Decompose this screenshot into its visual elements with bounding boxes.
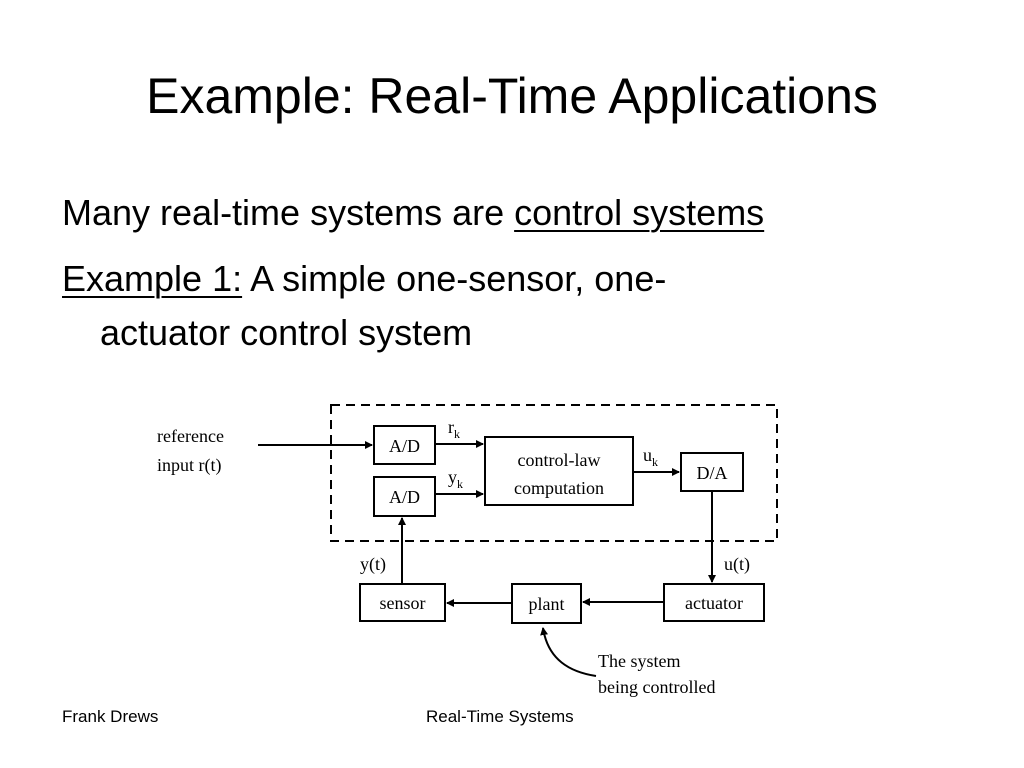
rk-label: rk [448, 417, 460, 441]
ad-top-label: A/D [389, 436, 420, 456]
bullet-line-3: actuator control system [100, 312, 473, 353]
computer-boundary [330, 404, 778, 542]
ad-bottom-label: A/D [389, 487, 420, 507]
line1-text: Many real-time systems are [62, 192, 515, 233]
da-label: D/A [697, 463, 728, 483]
computation-label: computation [514, 478, 604, 498]
plant-label: plant [529, 594, 565, 614]
slide-title: Example: Real-Time Applications [146, 68, 878, 124]
uk-label: uk [643, 445, 658, 469]
ad-converter-bottom [373, 476, 436, 517]
control-law-label: control-law [518, 450, 601, 470]
ut-label: u(t) [724, 554, 750, 575]
control-law-box [484, 436, 634, 506]
control-systems-term: control systems [514, 192, 765, 233]
footer-author: Frank Drews [62, 707, 159, 726]
plant-pointer-arrow [540, 627, 597, 677]
actuator-label: actuator [685, 593, 743, 613]
sensor-label: sensor [380, 593, 426, 613]
note-line-2: being controlled [598, 677, 715, 697]
actuator-box [663, 583, 765, 622]
line2-text: A simple one-sensor, one- [242, 258, 667, 299]
footer-course: Real-Time Systems [426, 707, 574, 726]
yt-label: y(t) [360, 554, 386, 575]
reference-label: reference [157, 426, 224, 446]
bullet-line-2: Example 1: A simple one-sensor, one- [62, 257, 666, 301]
note-line-1: The system [598, 651, 681, 671]
bullet-line-1: Many real-time systems are control syste… [62, 191, 764, 235]
da-converter [680, 452, 744, 492]
reference-input-label: input r(t) [157, 455, 222, 476]
yk-label: yk [448, 467, 463, 491]
example-label: Example 1: [62, 258, 243, 299]
